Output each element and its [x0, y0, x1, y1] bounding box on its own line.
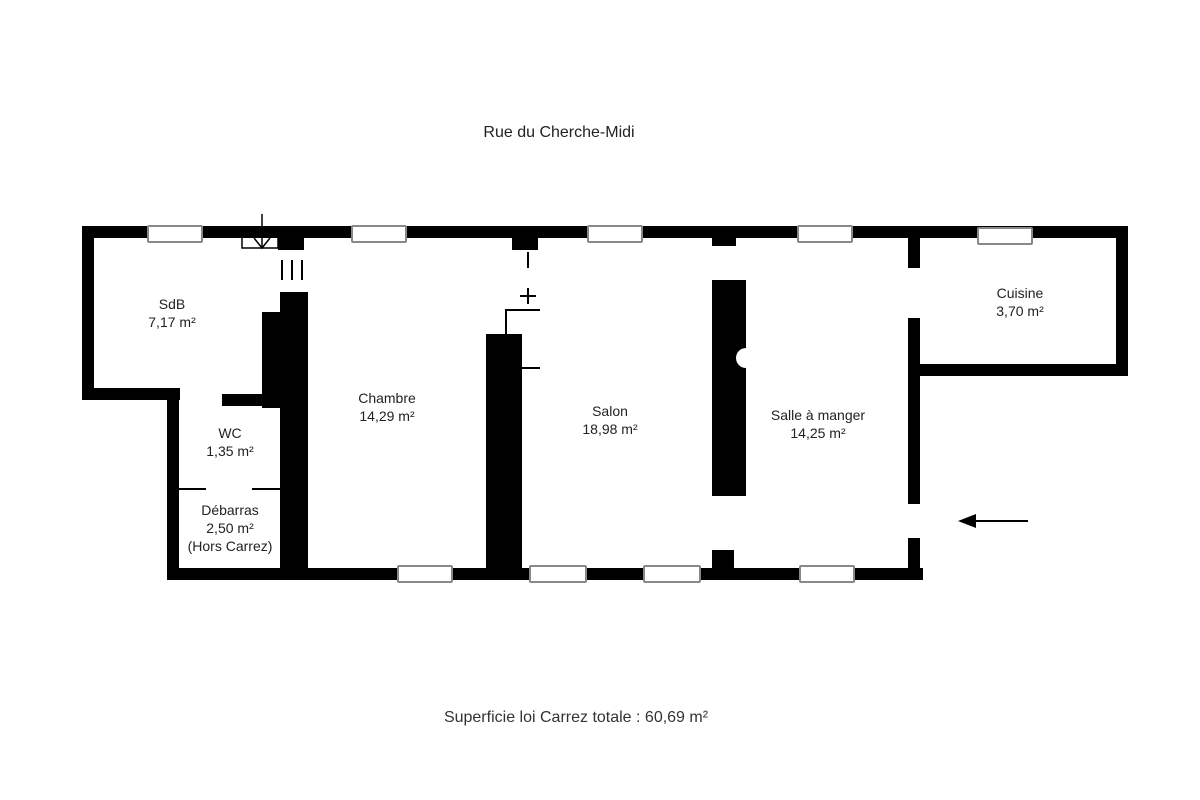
wall-right-salle-2	[908, 318, 920, 504]
room-note: (Hors Carrez)	[187, 538, 273, 554]
chimney-notch-fill	[746, 346, 754, 370]
wall-top-block-2	[512, 238, 538, 250]
wall-top-block-3	[712, 238, 736, 246]
room-label-debarras: Débarras 2,50 m² (Hors Carrez)	[168, 501, 292, 555]
wall-left-wc	[167, 388, 179, 580]
room-area: 2,50 m²	[206, 520, 254, 536]
windows-bottom	[397, 565, 855, 583]
room-area: 14,25 m²	[790, 425, 846, 441]
wall-partition-sdb	[280, 292, 308, 580]
wall-sdb-step	[82, 388, 180, 400]
room-label-cuisine: Cuisine 3,70 m²	[970, 284, 1070, 320]
walls	[82, 226, 1128, 580]
room-name: Chambre	[358, 390, 416, 406]
wall-salon-salle	[712, 280, 746, 496]
room-area: 14,29 m²	[359, 408, 415, 424]
room-label-chambre: Chambre 14,29 m²	[325, 389, 449, 425]
room-name: Salon	[592, 403, 628, 419]
room-area: 18,98 m²	[582, 421, 638, 437]
wall-chambre-salon	[486, 334, 522, 580]
room-name: WC	[218, 425, 242, 441]
room-name: Salle à manger	[770, 407, 866, 423]
wall-bottom-cuisine	[910, 364, 1128, 376]
street-name: Rue du Cherche-Midi	[483, 124, 635, 141]
wall-left-sdb	[82, 226, 94, 398]
room-area: 7,17 m²	[148, 314, 196, 330]
room-label-salle-a-manger: Salle à manger 14,25 m²	[750, 406, 886, 442]
room-label-sdb: SdB 7,17 m²	[127, 295, 217, 331]
salon-door	[505, 252, 540, 369]
room-label-wc: WC 1,35 m²	[185, 424, 275, 460]
room-area: 1,35 m²	[206, 443, 254, 459]
wall-right-salle-1	[908, 238, 920, 268]
wall-bottom-block-3	[712, 550, 734, 570]
top-marker-icon	[241, 214, 279, 250]
wall-top-block-1	[278, 238, 304, 250]
wall-right-salle-3	[908, 538, 920, 580]
wall-right-cuisine	[1116, 226, 1128, 376]
wall-partition-wc	[222, 394, 284, 406]
room-area: 3,70 m²	[996, 303, 1044, 319]
room-name: Cuisine	[996, 285, 1044, 301]
room-name: SdB	[158, 296, 186, 312]
wall-partition-sdb-2	[262, 312, 284, 408]
entrance-arrow-icon	[958, 514, 1028, 528]
room-name: Débarras	[201, 502, 259, 518]
room-label-salon: Salon 18,98 m²	[560, 402, 660, 438]
vent-lines	[281, 260, 303, 280]
windows-top	[147, 225, 1033, 245]
total-surface: Superficie loi Carrez totale : 60,69 m²	[443, 709, 709, 726]
